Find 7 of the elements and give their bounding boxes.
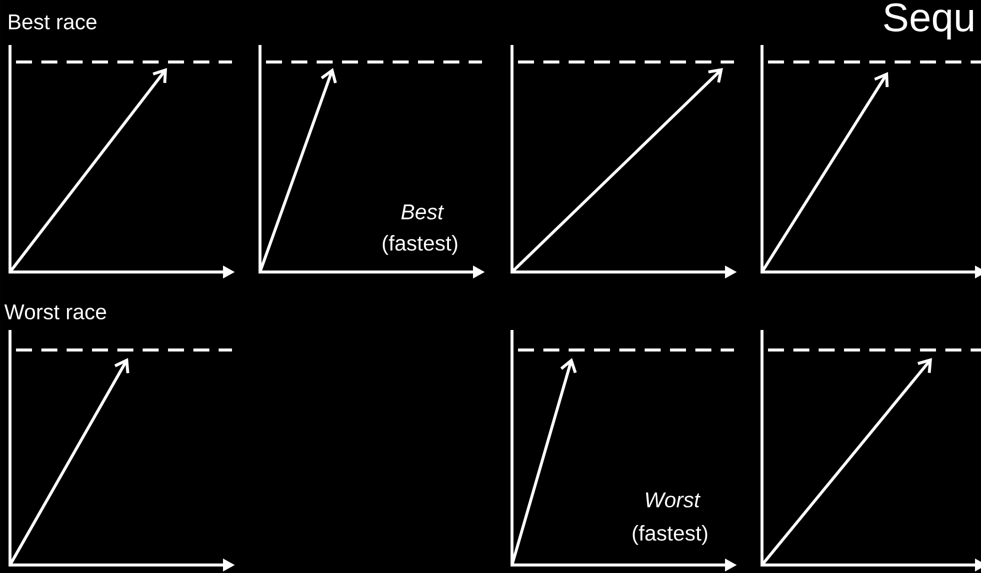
text-label: (fastest) xyxy=(382,235,458,255)
text-label: (fastest) xyxy=(632,525,708,545)
text-label: Best xyxy=(401,204,444,220)
slide-title: Sequ xyxy=(884,3,974,40)
text-label: Worst race xyxy=(4,304,106,320)
text-label: Best race xyxy=(9,14,96,30)
text-label: Worst xyxy=(646,492,701,508)
